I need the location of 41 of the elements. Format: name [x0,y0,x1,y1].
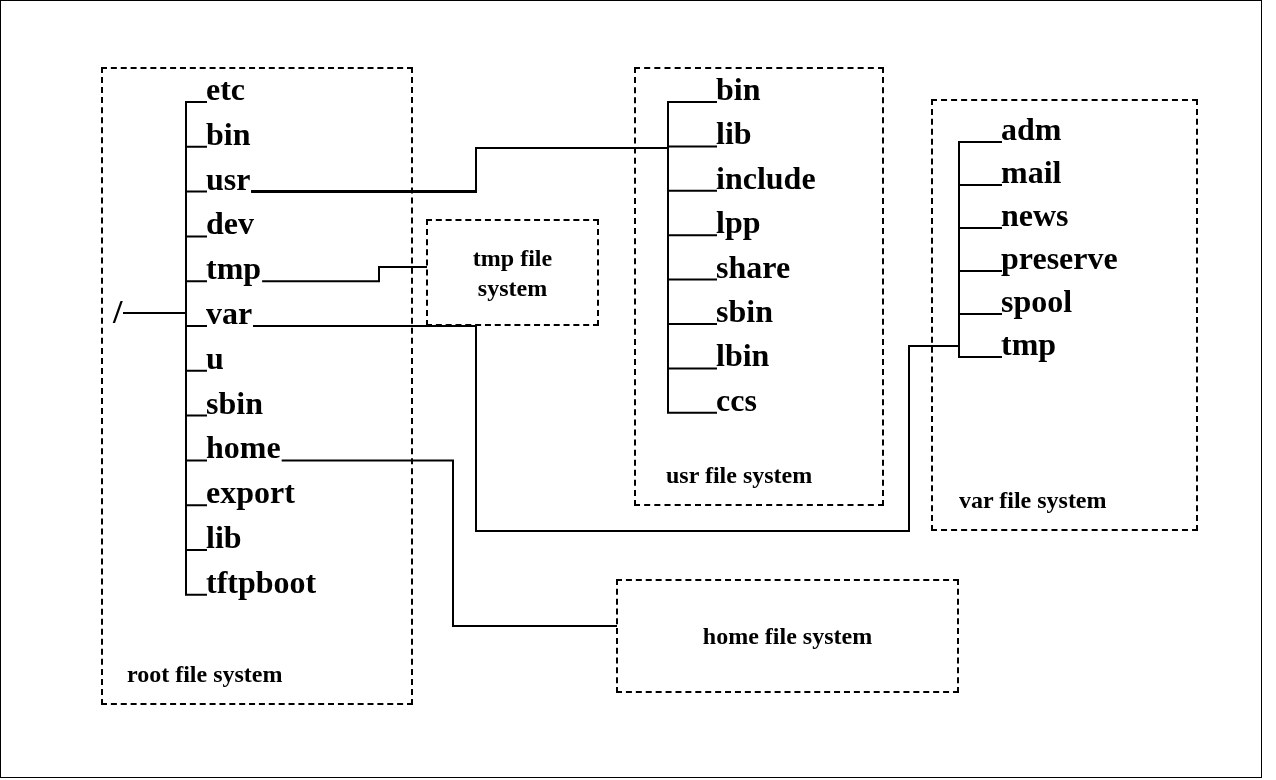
directory-name: lib [716,117,752,150]
directory-name: lib [206,521,242,553]
file-system-label: home file system [702,622,873,651]
directory-name: news [1001,199,1069,231]
directory-name: adm [1001,113,1062,145]
directory-name: lpp [716,206,761,239]
tree-connector [280,459,618,627]
directory-name: share [716,250,791,283]
directory-name: mail [1001,156,1062,188]
directory-name: var [206,297,253,329]
directory-name: tftpboot [206,565,317,598]
directory-name: include [716,161,816,194]
directory-name: spool [1001,285,1073,317]
directory-name: home [206,431,281,464]
directory-name: bin [206,117,251,150]
file-system-box [426,219,599,326]
directory-name: / [113,295,123,329]
file-system-label: var file system [959,486,1107,515]
file-system-box [634,67,884,506]
directory-name: export [206,476,295,509]
directory-name: dev [206,207,254,240]
directory-name: lbin [716,339,770,372]
tree-connector [250,147,718,414]
directory-name: preserve [1001,242,1118,274]
tree-connector [261,266,428,283]
file-system-label: root file system [127,660,283,689]
directory-name: sbin [206,386,263,419]
directory-name: usr [206,162,251,195]
file-system-box [616,579,959,693]
file-system-box [931,99,1198,531]
directory-name: sbin [716,295,773,327]
directory-name: tmp [206,252,262,285]
directory-name: bin [716,73,761,105]
file-system-label: tmp file system [471,243,554,303]
directory-name: u [206,341,224,374]
file-system-box [101,67,413,705]
directory-name: ccs [716,383,757,416]
directory-name: etc [206,73,246,105]
file-system-label: usr file system [666,461,813,490]
tree-connector [122,312,208,596]
directory-name: tmp [1001,328,1057,360]
